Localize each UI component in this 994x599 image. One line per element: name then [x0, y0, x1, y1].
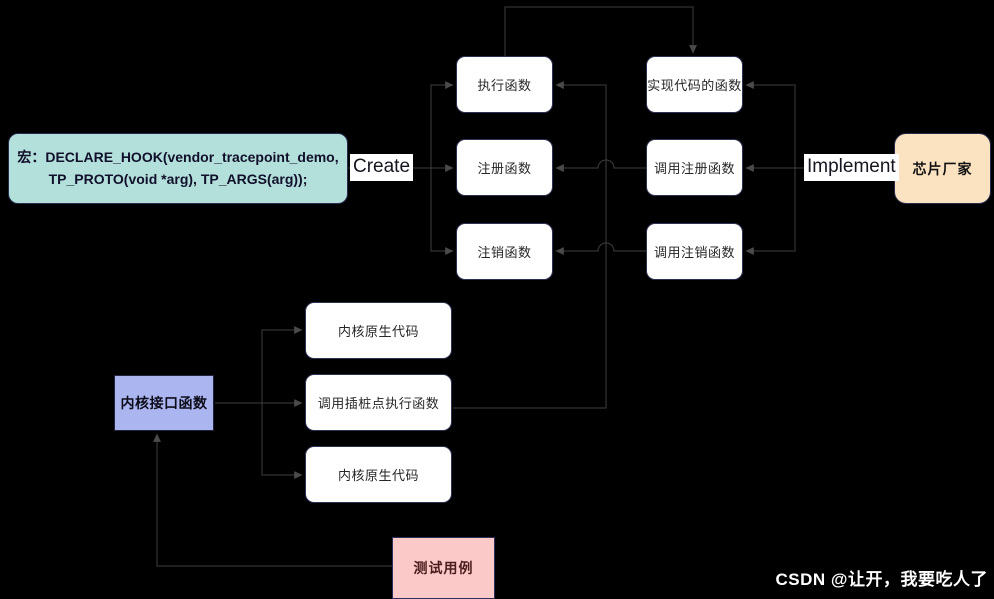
node-impl-code-function-label: 实现代码的函数	[647, 78, 742, 93]
macro-line-1: 宏：DECLARE_HOOK(vendor_tracepoint_demo,	[17, 148, 339, 165]
node-kernel-native-code-top-label: 内核原生代码	[337, 324, 419, 339]
node-call-unregister-function: 调用注销函数	[646, 223, 743, 280]
node-call-hook-point-label: 调用插桩点执行函数	[317, 396, 440, 411]
node-call-hook-point: 调用插桩点执行函数	[305, 374, 452, 431]
edge-exec-to-impl	[504, 6, 697, 56]
node-test-case: 测试用例	[392, 537, 495, 599]
watermark-text: CSDN @让开，我要吃人了	[775, 570, 988, 589]
node-register-function: 注册函数	[456, 139, 553, 196]
node-kernel-interface-function-label: 内核接口函数	[120, 395, 208, 411]
node-kernel-native-code-bottom-label: 内核原生代码	[337, 468, 419, 483]
edge-create-branch-to-unregister	[430, 168, 454, 255]
edge-kernel-if-to-native-bottom	[261, 403, 303, 479]
node-exec-function: 执行函数	[456, 56, 553, 113]
node-call-register-function-label: 调用注册函数	[653, 161, 735, 176]
edge-implement-branch-to-impl	[745, 81, 796, 168]
node-declare-hook-macro: 宏：DECLARE_HOOK(vendor_tracepoint_demo, T…	[8, 133, 348, 204]
node-impl-code-function: 实现代码的函数	[646, 56, 743, 113]
node-exec-function-label: 执行函数	[477, 78, 532, 93]
node-test-case-label: 测试用例	[413, 560, 474, 576]
node-chip-vendor: 芯片厂家	[894, 133, 991, 204]
node-kernel-native-code-bottom: 内核原生代码	[305, 446, 452, 503]
edge-label-implement: Implement	[804, 154, 899, 181]
node-call-register-function: 调用注册函数	[646, 139, 743, 196]
edge-create-branch-to-exec	[430, 81, 454, 168]
macro-line-2: TP_PROTO(void *arg), TP_ARGS(arg));	[48, 170, 308, 187]
edge-call-unregister-to-unregister	[555, 242, 646, 255]
node-unregister-function-label: 注销函数	[477, 245, 532, 260]
node-unregister-function: 注销函数	[456, 223, 553, 280]
edge-implement-branch-to-call-unregister	[745, 168, 796, 255]
node-kernel-interface-function: 内核接口函数	[114, 375, 214, 431]
node-call-unregister-function-label: 调用注销函数	[653, 245, 735, 260]
edge-call-register-to-register	[555, 159, 646, 172]
node-kernel-native-code-top: 内核原生代码	[305, 302, 452, 359]
edge-kernel-if-to-native-top	[261, 326, 303, 403]
edge-label-create: Create	[350, 154, 414, 181]
node-chip-vendor-label: 芯片厂家	[912, 160, 973, 177]
node-register-function-label: 注册函数	[477, 161, 532, 176]
